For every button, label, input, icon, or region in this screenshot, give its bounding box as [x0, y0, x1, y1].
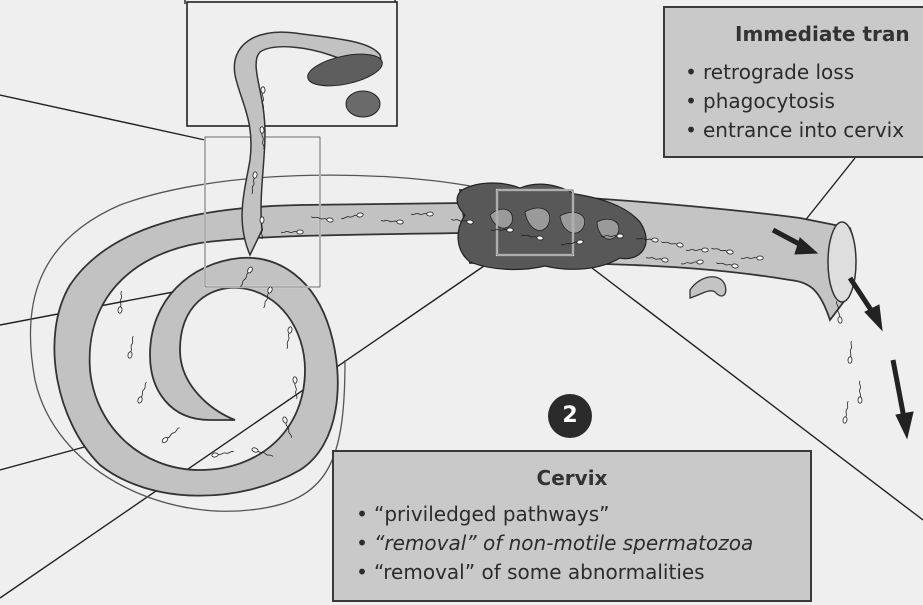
sperm-cell — [848, 341, 854, 363]
cervix-title: Cervix — [334, 466, 810, 490]
small-branch — [690, 277, 726, 298]
sperm-cell — [858, 381, 862, 403]
list-item: “removal” of non-motile spermatozoa — [352, 529, 753, 558]
list-item: “removal” of some abnormalities — [352, 558, 753, 587]
ovary-small — [346, 91, 380, 117]
list-item: “priviledged pathways” — [352, 500, 753, 529]
immediate-transport-box: Immediate tran retrograde loss phagocyto… — [663, 6, 923, 158]
sperm-cell — [842, 401, 850, 424]
cervix-list: “priviledged pathways” “removal” of non-… — [352, 500, 753, 587]
cervix-box: Cervix “priviledged pathways” “removal” … — [332, 450, 812, 602]
immediate-transport-title: Immediate tran — [735, 22, 910, 46]
list-item: retrograde loss — [681, 58, 904, 87]
list-item: phagocytosis — [681, 87, 904, 116]
sperm-cell — [161, 426, 181, 443]
sperm-cell — [285, 327, 293, 350]
external-os — [828, 222, 856, 302]
step-number-badge: 2 — [548, 394, 592, 438]
immediate-transport-list: retrograde loss phagocytosis entrance in… — [681, 58, 904, 145]
list-item: entrance into cervix — [681, 116, 904, 145]
sperm-cell — [137, 381, 148, 403]
sperm-cell — [127, 336, 135, 359]
